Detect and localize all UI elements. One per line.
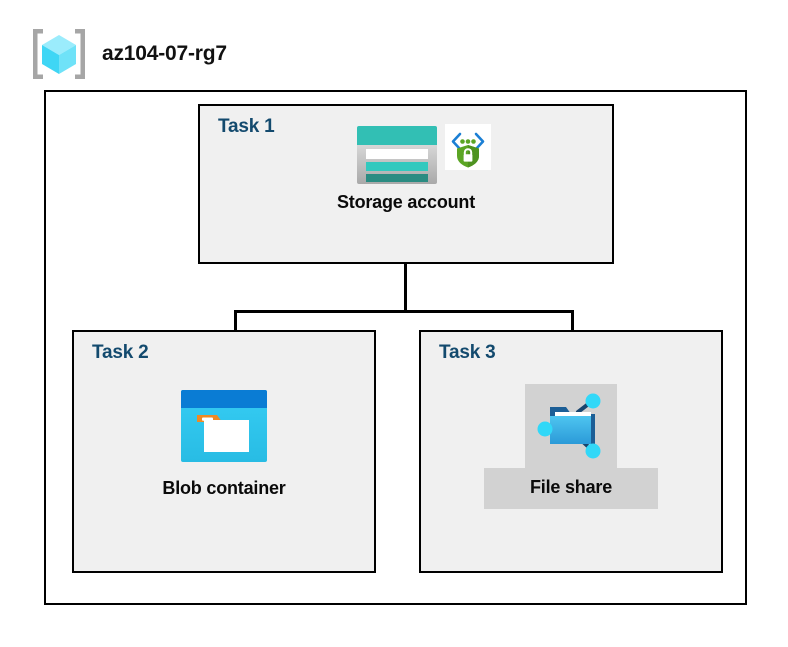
storage-icon-row [355,124,491,186]
file-share-label-highlight: File share [483,468,659,509]
azure-resource-group-icon [30,26,88,82]
file-share-node[interactable]: File share [421,384,721,509]
task-2-label: Task 2 [92,342,149,363]
secure-endpoint-shield-icon [445,124,491,170]
task-3-box[interactable]: Task 3 [419,330,723,573]
task-1-label: Task 1 [218,116,275,137]
storage-account-icon [355,124,439,186]
blob-container-node[interactable]: Blob container [74,388,374,499]
resource-group-header: az104-07-rg7 [30,26,227,82]
storage-account-node[interactable]: Storage account [200,124,612,213]
task-1-box[interactable]: Task 1 [198,104,614,264]
file-share-icon-highlight [525,384,617,470]
connector-horizontal-bus [234,310,574,313]
blob-container-icon [179,388,269,464]
file-share-label: File share [529,477,613,497]
file-share-icon [533,388,609,464]
task-2-box[interactable]: Task 2 [72,330,376,573]
task-3-label: Task 3 [439,342,496,363]
blob-container-label: Blob container [162,478,286,498]
resource-group-name: az104-07-rg7 [102,42,227,65]
storage-account-label: Storage account [336,192,476,212]
connector-storage-down [404,264,407,312]
